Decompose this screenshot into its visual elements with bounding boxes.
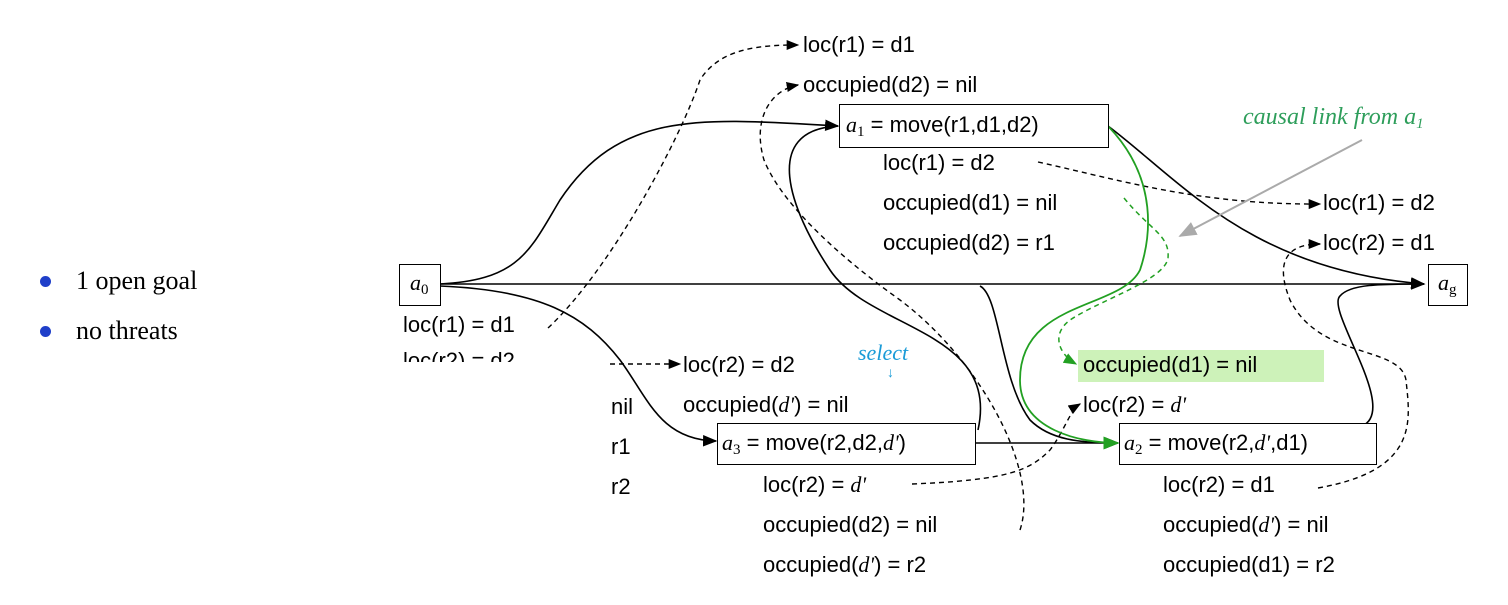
action-ag xyxy=(1428,264,1468,306)
causal-link-annotation: causal link from a1 xyxy=(1243,104,1424,132)
a2-effect-occupied-d1: occupied(d1) = r2 xyxy=(1163,552,1335,577)
green-dashed-occupied-d1 xyxy=(1058,197,1169,365)
a1-precond-loc: loc(r1) = d1 xyxy=(803,32,915,57)
a2-precond-occupied-d1: occupied(d1) = nil xyxy=(1083,352,1258,377)
bullet-dot-1 xyxy=(40,276,51,287)
action-a3 xyxy=(717,423,976,465)
a0-effect-loc-r1: loc(r1) = d1 xyxy=(403,312,515,337)
action-a2 xyxy=(1119,423,1377,465)
action-ag-label: ag xyxy=(1438,270,1457,298)
a1-effect-loc: loc(r1) = d2 xyxy=(883,150,995,175)
bullet-open-goal: 1 open goal xyxy=(76,266,198,295)
link-a0-a2 xyxy=(979,285,1119,444)
action-a1-label: a1 = move(r1,d1,d2) xyxy=(846,112,1039,140)
dashed-loc-r2-dprime xyxy=(911,403,1082,485)
a0-effect-nil: nil xyxy=(611,394,634,419)
annotation-pointer xyxy=(1178,139,1363,237)
link-a1-ag xyxy=(1107,125,1426,289)
action-a0 xyxy=(399,264,441,306)
a0-effect-loc-r2: loc(r2) = d2 xyxy=(403,348,515,362)
a3-effect-occupied-dprime: occupied(d') = r2 xyxy=(763,552,927,577)
action-a2-label: a2 = move(r2,d',d1) xyxy=(1124,430,1309,458)
link-a0-a1 xyxy=(439,119,840,285)
action-a3-label: a3 = move(r2,d2,d') xyxy=(722,430,906,458)
select-arrow-icon: ↓ xyxy=(887,364,894,380)
a2-precond-loc: loc(r2) = d' xyxy=(1083,392,1187,417)
ag-precond-loc-r1: loc(r1) = d2 xyxy=(1323,190,1435,215)
bullet-dot-2 xyxy=(40,326,51,337)
a1-precond-occupied: occupied(d2) = nil xyxy=(803,72,978,97)
selected-precondition-highlight xyxy=(1078,350,1324,382)
a3-precond-loc: loc(r2) = d2 xyxy=(683,352,795,377)
link-a0-a3 xyxy=(439,285,718,447)
a2-effect-loc: loc(r2) = d1 xyxy=(1163,472,1275,497)
action-a0-label: a0 xyxy=(410,270,429,298)
green-link-a1-a2 xyxy=(1019,125,1149,450)
a3-precond-occupied: occupied(d') = nil xyxy=(683,392,849,417)
a1-effect-occupied-d1: occupied(d1) = nil xyxy=(883,190,1058,215)
action-a1 xyxy=(839,104,1109,148)
a3-effect-loc: loc(r2) = d' xyxy=(763,472,867,497)
dashed-occupied-d2-nil xyxy=(759,82,1025,531)
a2-effect-occupied-dprime: occupied(d') = nil xyxy=(1163,512,1329,537)
ag-precond-loc-r2: loc(r2) = d1 xyxy=(1323,230,1435,255)
bullet-no-threats: no threats xyxy=(76,316,178,345)
a3-effect-occupied-d2: occupied(d2) = nil xyxy=(763,512,938,537)
a0-effect-clip: loc(r2) = d2 xyxy=(403,348,573,362)
dashed-loc-r1-d1 xyxy=(547,39,800,329)
a0-effect-r2: r2 xyxy=(611,474,631,499)
select-annotation: select xyxy=(858,340,909,365)
a1-effect-occupied-d2: occupied(d2) = r1 xyxy=(883,230,1055,255)
a0-effect-r1: r1 xyxy=(611,434,631,459)
dashed-loc-r1-d2 xyxy=(1037,161,1322,210)
dashed-loc-r2-d1 xyxy=(1282,238,1409,489)
link-a2-ag xyxy=(1337,283,1425,427)
